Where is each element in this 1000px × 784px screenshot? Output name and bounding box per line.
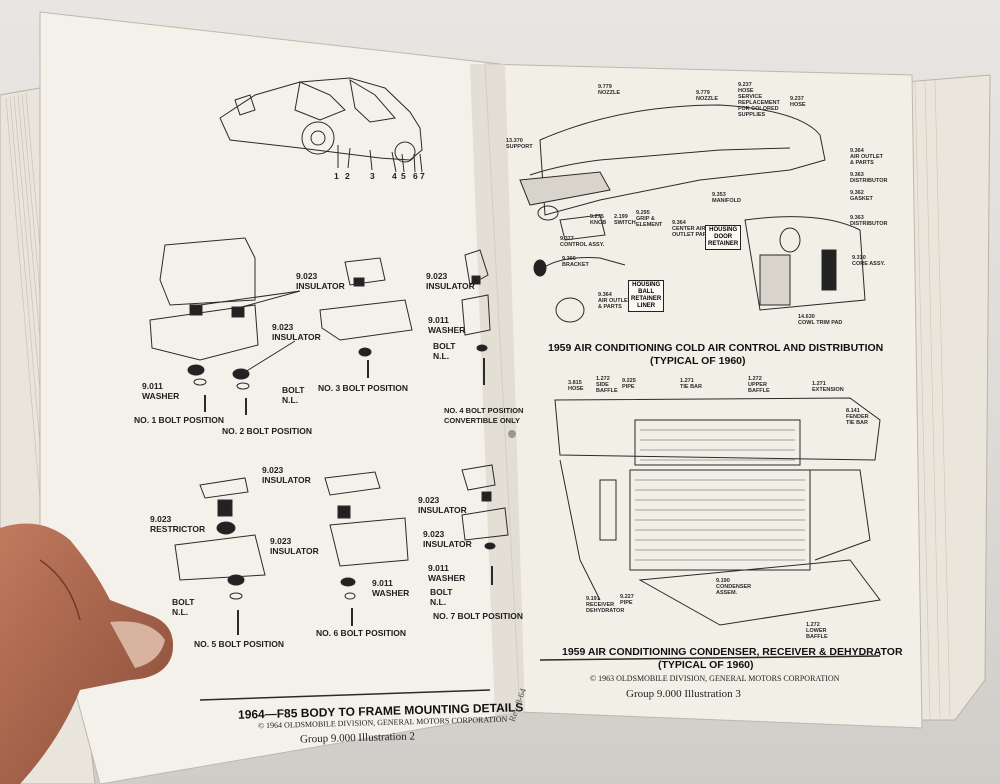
- label-control-assy: 9.377 CONTROL ASSY.: [560, 236, 605, 248]
- label-gasket: 9.362 GASKET: [850, 190, 873, 202]
- label-switch: 2.199 SWITCH: [614, 214, 636, 226]
- left-page-shape: [39, 11, 521, 784]
- label-manifold: 9.353 MANIFOLD: [712, 192, 742, 204]
- label-receiver: 9.191 RECEIVER DEHYDRATOR: [586, 596, 625, 614]
- label-air-outlet: 9.364 AIR OUTLET & PARTS: [598, 292, 631, 310]
- label-restrictor: 9.023 RESTRICTOR: [150, 514, 206, 534]
- label-nozzle: 9.779 NOZZLE: [696, 90, 718, 102]
- callout: 1: [334, 171, 339, 181]
- condenser-drawing: [554, 397, 881, 626]
- right-caption-1b: (TYPICAL OF 1960): [650, 355, 746, 367]
- label-bolt: BOLT N.L.: [282, 385, 305, 405]
- car-drawing: [219, 77, 423, 173]
- label-extension: 1.271 EXTENSION: [812, 381, 844, 393]
- label-insulator: 9.023 INSULATOR: [272, 322, 321, 342]
- label-bolt-position-1: NO. 1 BOLT POSITION: [134, 415, 225, 425]
- label-washer: 9.011 WASHER: [428, 315, 466, 335]
- label-core-assy: 9.310 CORE ASSY.: [852, 255, 886, 267]
- label-insulator: 9.023 INSULATOR: [423, 529, 472, 549]
- label-bolt-position-6: NO. 6 BOLT POSITION: [316, 628, 407, 638]
- label-hose: 9.237 HOSE: [790, 96, 806, 108]
- label-insulator: 9.023 INSULATOR: [418, 495, 467, 515]
- label-bolt: BOLT N.L.: [430, 587, 453, 607]
- air-distribution-drawing: [519, 104, 866, 323]
- label-condenser: 9.190 CONDENSER ASSEM.: [716, 578, 752, 596]
- label-insulator: 9.023 INSULATOR: [270, 536, 319, 556]
- label-fender-tie: 8.141 FENDER TIE BAR: [846, 408, 869, 426]
- right-caption-1: 1959 AIR CONDITIONING COLD AIR CONTROL A…: [548, 342, 884, 354]
- label-bolt-position-7: NO. 7 BOLT POSITION: [433, 611, 524, 621]
- callout: 4: [392, 171, 397, 181]
- label-pipe: 9.225 PIPE: [622, 378, 636, 390]
- bolt-assembly-6: [324, 471, 409, 626]
- callout-box: HOUSING DOOR RETAINER: [705, 225, 742, 250]
- label-knob: 9.275 KNOB: [590, 214, 607, 226]
- label-bolt-position-5: NO. 5 BOLT POSITION: [194, 639, 285, 649]
- label-washer: 9.011 WASHER: [372, 578, 410, 598]
- label-support: 13.370 SUPPORT: [506, 138, 533, 150]
- label-bracket: 9.366 BRACKET: [562, 256, 589, 268]
- label-pipe: 9.227 PIPE: [620, 594, 634, 606]
- label-bolt: BOLT N.L.: [433, 341, 456, 361]
- callout: 3: [370, 171, 375, 181]
- callout: 2: [345, 171, 350, 181]
- right-copyright: © 1963 OLDSMOBILE DIVISION, GENERAL MOTO…: [590, 674, 840, 683]
- label-upper-baffle: 1.272 UPPER BAFFLE: [748, 376, 770, 394]
- right-group-line: Group 9.000 Illustration 3: [626, 688, 741, 700]
- label-cowl-pad: 14.630 COWL TRIM PAD: [798, 314, 843, 326]
- bolt-assembly-3: [319, 257, 413, 378]
- label-tie-bar: 1.271 TIE BAR: [680, 378, 702, 390]
- label-hose-service: 9.237 HOSE SERVICE REPLACEMENT FOR COLOR…: [738, 82, 780, 118]
- label-distributor: 9.363 DISTRIBUTOR: [850, 215, 888, 227]
- label-air-outlet: 9.364 AIR OUTLET & PARTS: [850, 148, 883, 166]
- label-lower-baffle: 1.272 LOWER BAFFLE: [806, 622, 828, 640]
- label-insulator: 9.023 INSULATOR: [296, 271, 345, 291]
- label-washer: 9.011 WASHER: [142, 381, 180, 401]
- right-caption-2b: (TYPICAL OF 1960): [658, 659, 754, 671]
- label-hose: 3.815 HOSE: [568, 380, 584, 392]
- label-bolt: BOLT N.L.: [172, 597, 195, 617]
- bolt-assembly-7: [461, 464, 509, 585]
- label-distributor: 9.363 DISTRIBUTOR: [850, 172, 888, 184]
- bolt-assembly-4: [461, 249, 491, 385]
- callout: 5: [401, 171, 406, 181]
- label-center-outlet: 9.364 CENTER AIR OUTLET PARTS: [672, 220, 714, 238]
- label-bolt-position-2: NO. 2 BOLT POSITION: [222, 426, 313, 436]
- bolt-assembly-5: [174, 477, 266, 635]
- label-bolt-position-4: NO. 4 BOLT POSITION CONVERTIBLE ONLY: [444, 406, 524, 425]
- label-insulator: 9.023 INSULATOR: [426, 271, 475, 291]
- callout: 6: [413, 171, 418, 181]
- label-insulator: 9.023 INSULATOR: [262, 465, 311, 485]
- label-washer: 9.011 WASHER: [428, 563, 466, 583]
- label-side-baffle: 1.272 SIDE BAFFLE: [596, 376, 618, 394]
- label-nozzle: 9.779 NOZZLE: [598, 84, 620, 96]
- right-caption-2: 1959 AIR CONDITIONING CONDENSER, RECEIVE…: [562, 646, 903, 658]
- callout: 7: [420, 171, 425, 181]
- bolt-assembly-1-2: [149, 237, 301, 415]
- callout-box: HOUSING BALL RETAINER LINER: [628, 280, 665, 312]
- label-bolt-position-3: NO. 3 BOLT POSITION: [318, 383, 409, 393]
- label-grip: 9.295 GRIP & ELEMENT: [636, 210, 663, 228]
